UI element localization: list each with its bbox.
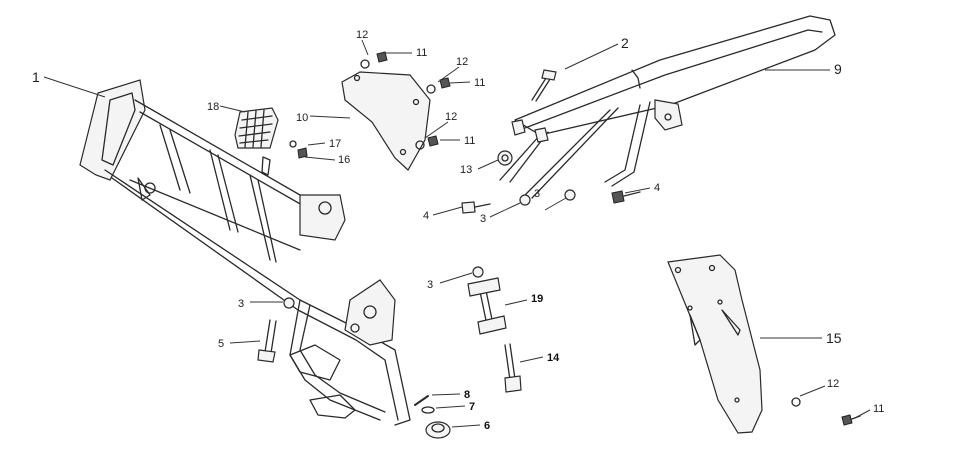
callout-small-washer: 17 bbox=[329, 138, 341, 150]
main-frame bbox=[79, 79, 411, 426]
callout-washer12-b: 12 bbox=[456, 56, 468, 68]
callout-mud-guard: 15 bbox=[826, 330, 842, 346]
callout-shock-bolt: 14 bbox=[547, 352, 560, 364]
mud-guard-part bbox=[667, 254, 763, 434]
callout-washer12-c: 12 bbox=[445, 111, 457, 123]
callout-bolt-left: 4 bbox=[423, 210, 429, 222]
callout-bolt-long: 5 bbox=[218, 338, 224, 350]
callout-small-bolt: 16 bbox=[338, 154, 350, 166]
hardware-parts bbox=[257, 51, 861, 439]
callout-subframe: 9 bbox=[834, 61, 842, 77]
callout-side-cover: 10 bbox=[296, 112, 308, 124]
callout-washer-d: 3 bbox=[238, 298, 244, 310]
callout-filter-mesh: 18 bbox=[207, 101, 219, 113]
callout-screw-a: 11 bbox=[416, 47, 427, 59]
callout-washer12-d: 12 bbox=[827, 378, 839, 390]
callout-washer-c: 3 bbox=[427, 279, 433, 291]
subframe-part bbox=[499, 15, 836, 199]
callout-pin: 8 bbox=[464, 389, 470, 401]
callout-washer-a: 3 bbox=[534, 188, 540, 200]
side-cover-part bbox=[341, 71, 431, 171]
leader-lines bbox=[43, 39, 871, 428]
callout-washer-b: 3 bbox=[480, 213, 486, 225]
callout-bolt-right: 4 bbox=[654, 182, 660, 194]
callout-frame: 1 bbox=[32, 69, 40, 85]
callout-bolt-top: 2 bbox=[621, 35, 629, 51]
callout-nut: 13 bbox=[460, 164, 472, 176]
callout-screw-d: 11 bbox=[873, 403, 884, 415]
callout-spindle: 19 bbox=[531, 293, 543, 305]
callout-washer-small: 7 bbox=[469, 401, 475, 413]
callout-labels: 1 2 3 3 3 3 4 4 5 6 7 8 9 10 11 11 11 11… bbox=[32, 29, 884, 432]
callout-washer12-a: 12 bbox=[356, 29, 368, 41]
filter-mesh-part bbox=[234, 107, 279, 149]
callout-screw-b: 11 bbox=[474, 77, 485, 89]
callout-bushing: 6 bbox=[484, 420, 490, 432]
callout-screw-c: 11 bbox=[464, 135, 475, 147]
